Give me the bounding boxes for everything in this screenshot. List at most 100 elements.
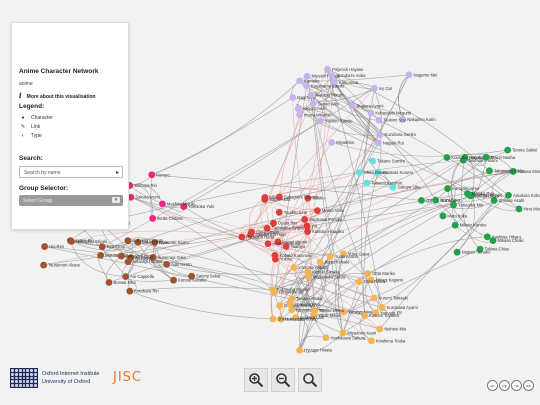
node-circle[interactable] (443, 154, 451, 161)
graph-node[interactable]: Mikoto Puzzle (134, 238, 170, 246)
graph-node[interactable]: Matsuzaka Satou (304, 273, 346, 281)
node-circle[interactable] (439, 212, 447, 220)
graph-node[interactable]: Kuroyuki Hime (444, 185, 480, 192)
graph-node[interactable]: Nagumo Mei (405, 71, 438, 79)
graph-node[interactable]: Aizawa Mirai (509, 168, 540, 175)
graph-node[interactable]: Kasumi Toyama (361, 312, 399, 320)
node-circle[interactable] (509, 168, 517, 175)
node-circle[interactable] (117, 252, 125, 260)
graph-node[interactable]: Amakura Kokoru (505, 191, 540, 199)
graph-node[interactable]: Suzukaze Aoba (328, 72, 366, 80)
graph-node[interactable]: Sakagami Tomoyo (276, 193, 319, 201)
graph-node[interactable]: Kobayashi Megumi (367, 109, 411, 117)
node-circle[interactable] (292, 314, 300, 321)
graph-node[interactable]: Isuzu Kirisaki (316, 258, 350, 266)
node-circle[interactable] (326, 252, 334, 260)
graph-node[interactable]: Hyuuga Hinata (296, 346, 333, 354)
node-circle[interactable] (363, 179, 371, 187)
graph-node[interactable]: Ogata Rin (270, 219, 297, 227)
graph-node[interactable]: Bonsai Riko (105, 279, 137, 286)
node-circle[interactable] (316, 117, 324, 125)
node-circle[interactable] (296, 111, 304, 119)
node-circle[interactable] (282, 243, 290, 250)
node-circle[interactable] (277, 315, 285, 323)
zoom-in-button[interactable] (244, 368, 268, 392)
graph-node[interactable]: Sakuya Kiryuu (117, 252, 154, 260)
node-circle[interactable] (263, 224, 271, 232)
node-circle[interactable] (340, 308, 348, 316)
graph-node[interactable]: Toudou Kirin (275, 208, 308, 216)
graph-node[interactable]: Aoki Hiroto (163, 260, 192, 268)
graph-node[interactable]: Kousaka Kirino (288, 306, 325, 314)
node-circle[interactable] (476, 245, 484, 253)
node-circle[interactable] (303, 222, 311, 230)
graph-node[interactable]: Ryuuzaki Kaoru (151, 239, 189, 246)
graph-node[interactable]: Hayasaka Ai (461, 153, 493, 161)
node-circle[interactable] (418, 197, 425, 204)
node-circle[interactable] (126, 287, 134, 295)
node-circle[interactable] (41, 243, 49, 250)
graph-node[interactable]: Nakajima Karin (399, 116, 436, 123)
graph-node[interactable]: Shirase Asahi (490, 197, 525, 204)
node-circle[interactable] (504, 146, 512, 154)
node-circle[interactable] (314, 207, 321, 214)
graph-node[interactable]: Yukiko (304, 194, 325, 202)
node-circle[interactable] (296, 77, 304, 85)
node-circle[interactable] (98, 243, 106, 251)
node-circle[interactable] (348, 102, 356, 110)
node-circle[interactable] (269, 286, 277, 294)
node-circle[interactable] (289, 94, 297, 101)
node-circle[interactable] (170, 276, 177, 284)
node-circle[interactable] (296, 346, 304, 354)
node-circle[interactable] (376, 325, 384, 333)
graph-node[interactable]: Tanaka Asuka (288, 295, 323, 303)
node-circle[interactable] (376, 131, 384, 139)
graph-node[interactable]: Mashita Miyuki (159, 200, 195, 208)
node-circle[interactable] (124, 237, 132, 245)
node-circle[interactable] (307, 91, 315, 99)
license-badge[interactable]: cc by nc sa (487, 380, 534, 391)
graph-node[interactable]: Ikeda Chitose (149, 215, 183, 222)
graph-node[interactable]: Yashiro Kazuki (316, 117, 353, 125)
graph-node[interactable]: Kira Kirari (98, 243, 125, 251)
graph-node[interactable]: Sakura Izumi (127, 193, 160, 201)
group-select[interactable]: Select Group ▾ (19, 195, 123, 206)
graph-node[interactable]: Oreo Ririka (355, 278, 386, 286)
node-circle[interactable] (270, 219, 277, 227)
node-circle[interactable] (188, 272, 195, 280)
node-circle[interactable] (322, 334, 330, 342)
graph-node[interactable]: Miyako Ryo (464, 190, 494, 197)
node-circle[interactable] (405, 71, 413, 79)
graph-node[interactable]: Hiiragi Kagami (367, 276, 403, 284)
graph-node[interactable]: Maezi Nasha (482, 153, 516, 161)
graph-node[interactable]: Sumeragi Yuko (149, 254, 187, 261)
node-circle[interactable] (163, 260, 171, 268)
node-circle[interactable] (274, 238, 282, 246)
graph-node[interactable]: Kurumi Tokisaki (370, 294, 408, 302)
graph-node[interactable]: Kirishima Touka (368, 337, 406, 345)
node-circle[interactable] (97, 251, 105, 259)
node-circle[interactable] (369, 157, 377, 165)
node-circle[interactable] (339, 329, 347, 337)
graph-node[interactable]: Yukino (271, 255, 293, 263)
node-circle[interactable] (275, 208, 283, 216)
node-circle[interactable] (105, 279, 113, 286)
graph-node[interactable]: Miyashita (328, 139, 355, 146)
graph-node[interactable]: Okita Sougo (248, 228, 280, 236)
node-circle[interactable] (482, 153, 490, 161)
graph-node[interactable]: Yuuki Asuna (326, 252, 359, 260)
graph-node[interactable]: Tsukimi Sou (375, 116, 407, 124)
graph-node[interactable]: Aikyo Ichika (294, 105, 326, 113)
graph-node[interactable]: Tokiwa Chise (476, 245, 510, 253)
node-circle[interactable] (149, 254, 157, 261)
graph-node[interactable]: Kuroyo (148, 171, 170, 179)
graph-node[interactable]: Tenjou Utena (311, 307, 345, 314)
node-circle[interactable] (324, 65, 331, 73)
graph-node[interactable]: Takanashi Rikka (486, 167, 525, 175)
graph-node[interactable]: Saionji Sekai (188, 272, 220, 280)
node-circle[interactable] (301, 216, 309, 223)
node-circle[interactable] (286, 301, 294, 308)
graph-node[interactable]: Nakano Mizuki (307, 91, 343, 99)
graph-node[interactable]: Kurokawa Ayami (378, 304, 418, 311)
